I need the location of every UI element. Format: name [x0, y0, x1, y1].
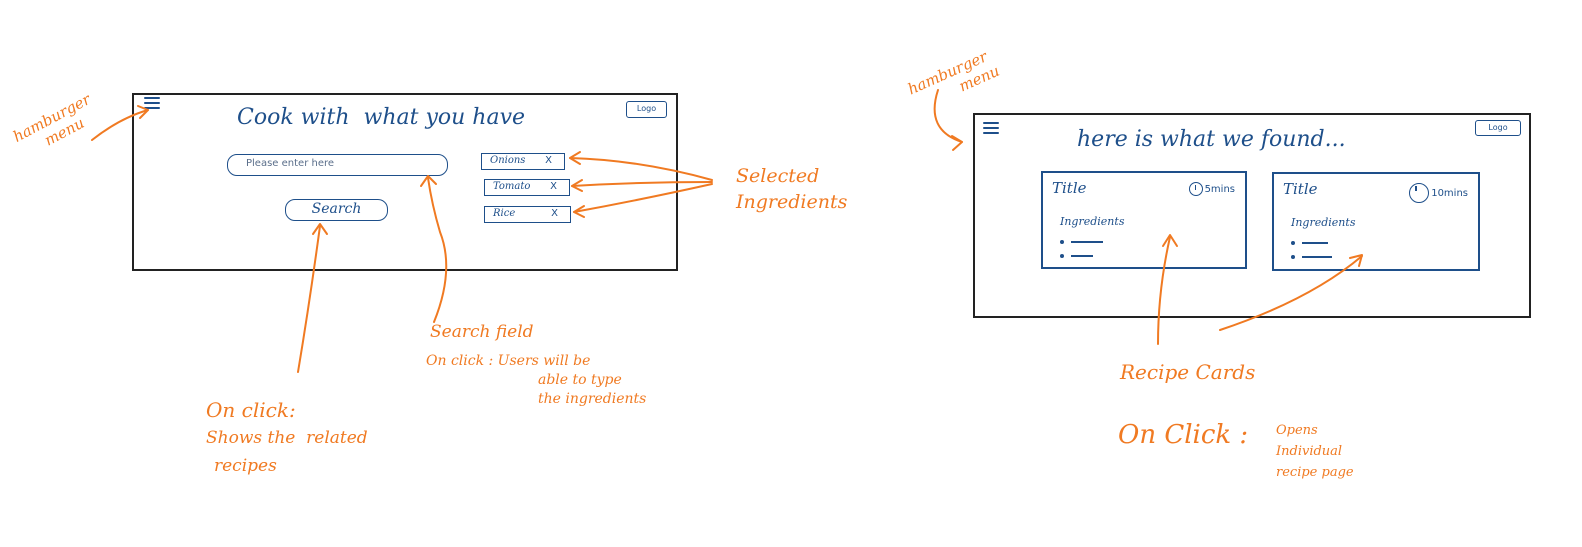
annotation-line: the ingredients — [538, 391, 647, 407]
hamburger-icon[interactable] — [144, 97, 160, 110]
annotation-line: Individual — [1276, 444, 1343, 459]
annotation-line: able to type — [538, 372, 622, 388]
cook-time-label: 5mins — [1204, 183, 1235, 195]
arrow-recipe-card-2 — [1219, 255, 1363, 331]
annotation-recipe-click: On Click : — [1118, 420, 1249, 450]
ingredients-label: Ingredients — [1060, 215, 1125, 228]
close-icon[interactable]: X — [551, 208, 558, 219]
arrow-search-button — [297, 225, 321, 373]
annotation-line: recipe page — [1276, 465, 1354, 480]
chip-label: Onions — [490, 155, 526, 166]
ingredient-chip[interactable]: Tomato X — [484, 179, 570, 196]
search-input[interactable]: Please enter here — [227, 154, 448, 176]
card-title: Title — [1283, 180, 1318, 198]
arrow-recipe-card-1 — [1157, 236, 1171, 345]
annotation-search-field-click: On click : Users will be able to type th… — [426, 352, 646, 409]
ingredient-chip[interactable]: Rice X — [484, 206, 571, 223]
recipe-card[interactable]: Title 5mins Ingredients — [1041, 171, 1247, 269]
annotation-selected-ingredients: Selected Ingredients — [736, 163, 847, 215]
close-icon[interactable]: X — [550, 181, 557, 192]
annotation-line: Shows the related — [206, 428, 368, 448]
search-button[interactable]: Search — [285, 199, 388, 221]
annotation-recipe-cards: Recipe Cards — [1120, 360, 1256, 384]
ingredient-chip[interactable]: Onions X — [481, 153, 565, 170]
arrow-chip-onions — [569, 157, 713, 181]
logo-button[interactable]: Logo — [1475, 120, 1521, 136]
annotation-recipe-click-desc: Opens Individual recipe page — [1276, 420, 1354, 483]
recipe-card[interactable]: Title 10mins Ingredients — [1272, 172, 1480, 271]
search-screen-frame: Cook with what you have Logo Please ente… — [132, 93, 678, 271]
arrow-hamburger-right — [933, 89, 963, 143]
annotation-line: On click : Users will be — [426, 353, 591, 369]
close-icon[interactable]: X — [545, 155, 552, 166]
cook-time: 10mins — [1409, 183, 1468, 203]
annotation-search-field: Search field — [430, 322, 534, 342]
cook-time-label: 10mins — [1431, 187, 1468, 199]
ingredients-label: Ingredients — [1291, 216, 1356, 229]
annotation-line: Ingredients — [736, 191, 848, 213]
chip-label: Tomato — [493, 181, 531, 192]
page-title: Cook with what you have — [237, 105, 526, 130]
chip-label: Rice — [493, 208, 516, 219]
clock-icon — [1409, 183, 1430, 203]
card-title: Title — [1052, 179, 1087, 197]
cook-time: 5mins — [1188, 182, 1235, 196]
results-title: here is what we found... — [1077, 127, 1346, 152]
arrow-chip-tomato — [571, 181, 713, 187]
annotation-line: On click: — [206, 398, 296, 422]
annotation-line: recipes — [214, 456, 277, 476]
clock-icon — [1188, 182, 1203, 196]
annotation-search-click: On click: Shows the related recipes — [206, 396, 368, 480]
arrow-search-field — [427, 177, 448, 323]
annotation-line: Selected — [736, 165, 820, 187]
logo-button[interactable]: Logo — [626, 101, 667, 118]
hamburger-icon[interactable] — [983, 122, 999, 135]
results-screen-frame: here is what we found... Logo Title 5min… — [973, 113, 1531, 318]
annotation-line: Opens — [1276, 423, 1318, 438]
arrow-hamburger-left — [91, 109, 149, 141]
arrow-chip-rice — [573, 183, 713, 213]
